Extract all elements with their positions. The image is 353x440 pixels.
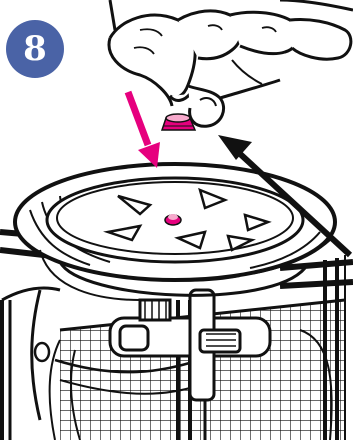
press-arrow [128,92,160,168]
step-number: 8 [23,32,47,66]
step-number-badge: 8 [6,20,64,78]
wheel [15,164,335,300]
hand [109,0,353,126]
